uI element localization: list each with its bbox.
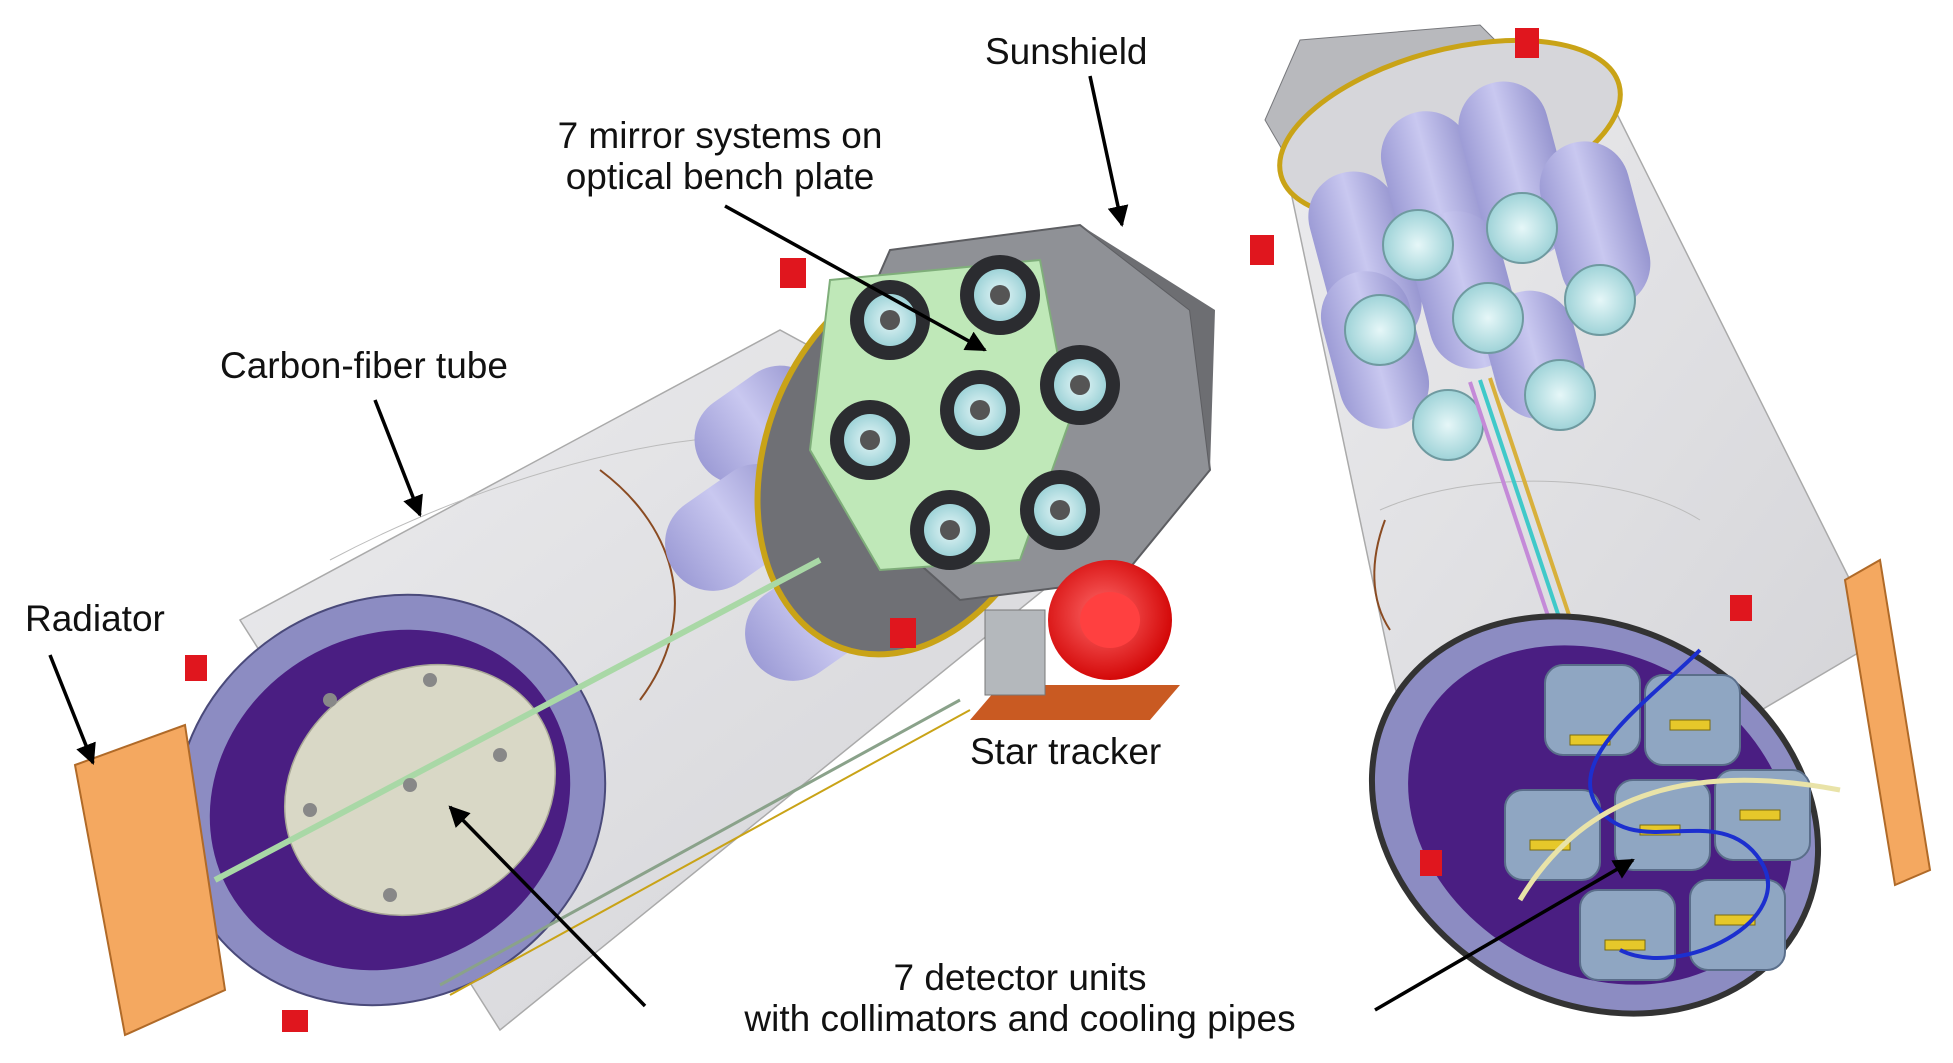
arrow-detector-left xyxy=(448,805,647,1008)
right-telescope xyxy=(1250,24,1932,1017)
label-mirror-line1: 7 mirror systems on xyxy=(557,115,883,156)
beige-disk xyxy=(283,663,557,917)
label-radiator: Radiator xyxy=(25,598,165,639)
label-detector-line2: with collimators and cooling pipes xyxy=(744,998,1296,1040)
mirror-modules-left xyxy=(830,255,1120,570)
cooling-pipes xyxy=(1588,648,1770,960)
label-mirror-systems: 7 mirror systems on optical bench plate xyxy=(520,115,920,198)
arrow-detector-right xyxy=(1374,858,1635,1012)
callout-arrows xyxy=(48,75,1635,1012)
label-mirror-line2: optical bench plate xyxy=(565,156,875,198)
arrow-mirror-systems xyxy=(724,204,987,352)
label-star-tracker: Star tracker xyxy=(970,731,1162,772)
arrow-radiator xyxy=(48,654,96,765)
label-detector-units: 7 detector units with collimators and co… xyxy=(680,957,1360,1040)
detector-units xyxy=(1504,664,1811,981)
star-tracker xyxy=(970,560,1180,720)
label-detector-line1: 7 detector units xyxy=(893,957,1147,998)
arrow-sunshield xyxy=(1088,75,1129,228)
radiator xyxy=(73,723,227,1037)
label-carbon-fiber-tube: Carbon-fiber tube xyxy=(220,345,508,386)
mirror-faces-right xyxy=(1344,192,1636,461)
arrow-carbon-fiber-tube xyxy=(373,399,423,517)
label-sunshield: Sunshield xyxy=(985,31,1148,72)
left-telescope xyxy=(73,223,1215,1037)
